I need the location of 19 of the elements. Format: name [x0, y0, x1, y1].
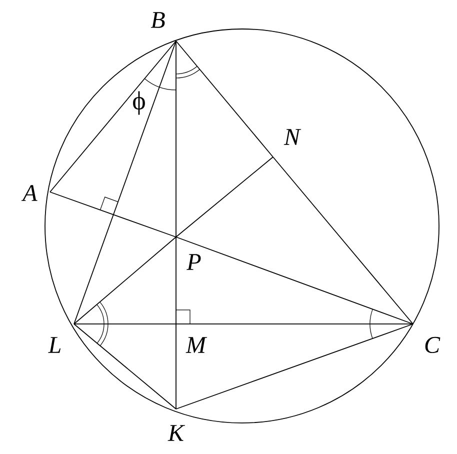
point-label: C	[425, 336, 440, 354]
point-label: B	[150, 12, 165, 28]
point-label: M	[186, 337, 208, 353]
line-segment	[74, 40, 176, 324]
line-segment	[74, 236, 176, 324]
angle-label: ϕ	[133, 91, 145, 115]
line-segment	[176, 236, 414, 324]
line-segment	[176, 324, 414, 410]
line-segment	[176, 40, 274, 158]
point-label: K	[168, 425, 186, 441]
line-segment	[50, 192, 176, 238]
line-segment	[176, 156, 274, 238]
point-label: N	[284, 129, 302, 145]
line-segment	[74, 324, 176, 410]
point-label: P	[186, 254, 201, 270]
point-label: A	[21, 185, 38, 201]
line-segment	[272, 156, 414, 324]
line-segment	[50, 40, 176, 192]
point-label: L	[48, 337, 61, 353]
